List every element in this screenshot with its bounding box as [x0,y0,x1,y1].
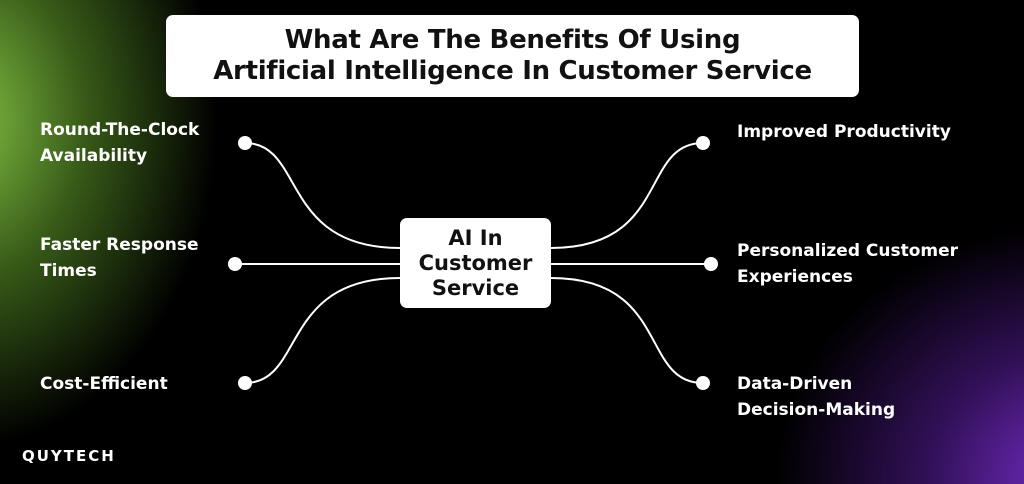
title-line-1: What Are The Benefits Of Using [284,25,741,55]
benefit-label-line: Cost-Efficient [40,374,168,394]
benefit-label-line: Decision-Making [737,400,896,420]
title-line-2: Artificial Intelligence In Customer Serv… [213,56,812,86]
node-dot-improved-productivity [696,136,710,150]
connector-data-driven [550,277,704,384]
connector-cost-efficient [244,277,401,384]
benefit-faster-response: Faster Response Times [40,232,199,284]
node-dot-data-driven [696,376,710,390]
benefit-personalized-experiences: Personalized Customer Experiences [737,238,958,290]
connector-improved-productivity [550,142,704,249]
benefit-label-line: Personalized Customer [737,241,959,261]
node-dot-personalized [704,257,718,271]
connector-round-the-clock [244,142,401,249]
benefit-label-line: Faster Response [40,235,199,255]
brand-logo: QUYTECH [22,447,116,465]
benefit-data-driven: Data-Driven Decision-Making [737,371,895,423]
benefit-label-line: Data-Driven [737,374,853,394]
benefit-label-line: Improved Productivity [737,122,951,142]
benefit-label-line: Times [40,261,97,281]
node-dot-faster-response [228,257,242,271]
benefit-improved-productivity: Improved Productivity [737,119,951,145]
hub-line-3: Service [431,275,520,300]
benefit-cost-efficient: Cost-Efficient [40,371,168,397]
benefit-round-the-clock: Round-The-Clock Availability [40,117,199,169]
hub-box: AI In Customer Service [400,218,551,308]
hub-line-1: AI In [448,225,503,250]
title-box: What Are The Benefits Of Using Artificia… [166,15,859,97]
node-dot-cost-efficient [238,376,252,390]
benefit-label-line: Round-The-Clock [40,120,200,140]
node-dot-round-the-clock [238,136,252,150]
hub-line-2: Customer [418,250,533,275]
benefit-label-line: Experiences [737,267,853,287]
benefit-label-line: Availability [40,146,148,166]
